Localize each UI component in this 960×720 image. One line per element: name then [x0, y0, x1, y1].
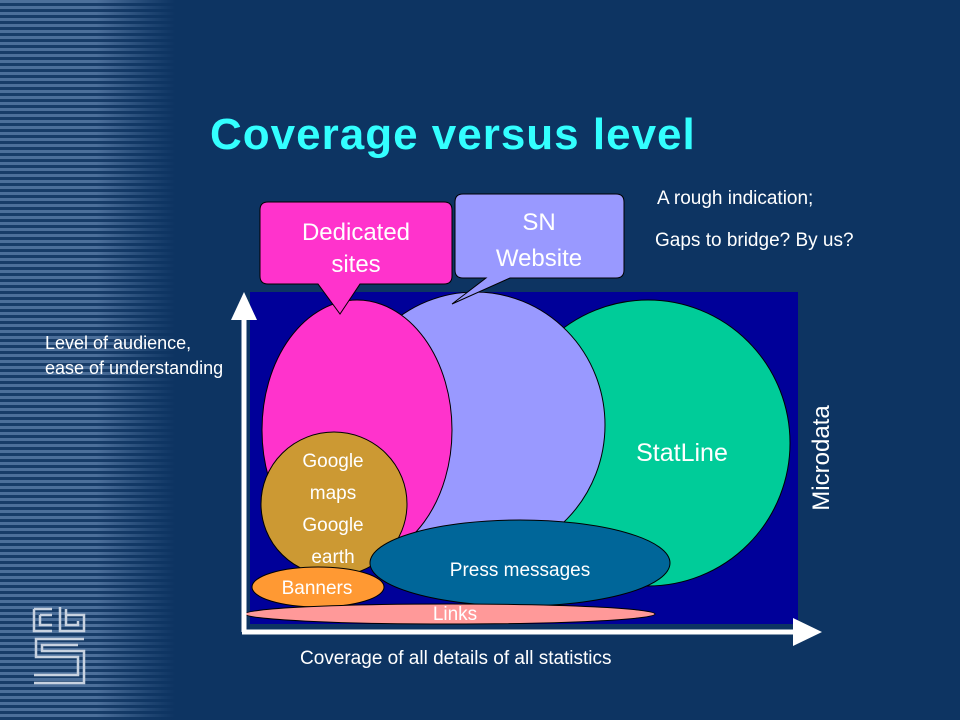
slide-title: Coverage versus level: [210, 110, 696, 159]
dedicated-callout-line-1: Dedicated: [302, 219, 410, 246]
press-messages-label: Press messages: [450, 560, 590, 581]
striped-side-band: [0, 0, 175, 720]
x-axis-arrowhead: [793, 618, 822, 646]
cbs-logo-icon: [32, 607, 86, 685]
google-label-line-3: Google: [302, 515, 363, 536]
dedicated-sites-callout: [259, 201, 453, 315]
x-axis-label: Coverage of all details of all statistic…: [300, 648, 612, 669]
links-label: Links: [433, 604, 477, 625]
y-axis-arrowhead: [231, 292, 257, 320]
note-line-2: Gaps to bridge? By us?: [655, 230, 854, 251]
sn-callout-line-2: Website: [496, 245, 582, 272]
sn-website-callout: [451, 193, 625, 305]
google-label-line-4: earth: [311, 547, 354, 568]
google-label-line-2: maps: [310, 483, 356, 504]
google-label-line-1: Google: [302, 451, 363, 472]
dedicated-callout-line-2: sites: [331, 251, 380, 278]
statline-label: StatLine: [636, 439, 728, 467]
note-line-1: A rough indication;: [657, 188, 814, 209]
banners-label: Banners: [282, 578, 353, 599]
sn-callout-line-1: SN: [522, 209, 555, 236]
y-axis-label: Level of audience, ease of understanding: [45, 333, 224, 378]
